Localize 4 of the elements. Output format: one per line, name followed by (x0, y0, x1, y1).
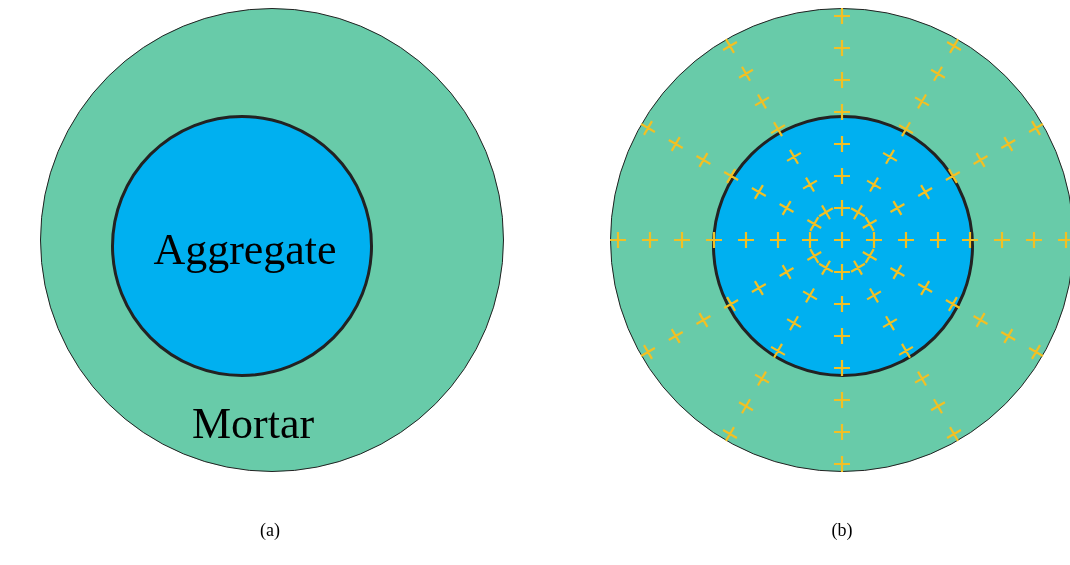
panel-label: (a) (260, 519, 280, 541)
panel-label: (b) (831, 519, 853, 541)
aggregate-label: Aggregate (153, 223, 337, 275)
mortar-label: Mortar (191, 397, 315, 449)
